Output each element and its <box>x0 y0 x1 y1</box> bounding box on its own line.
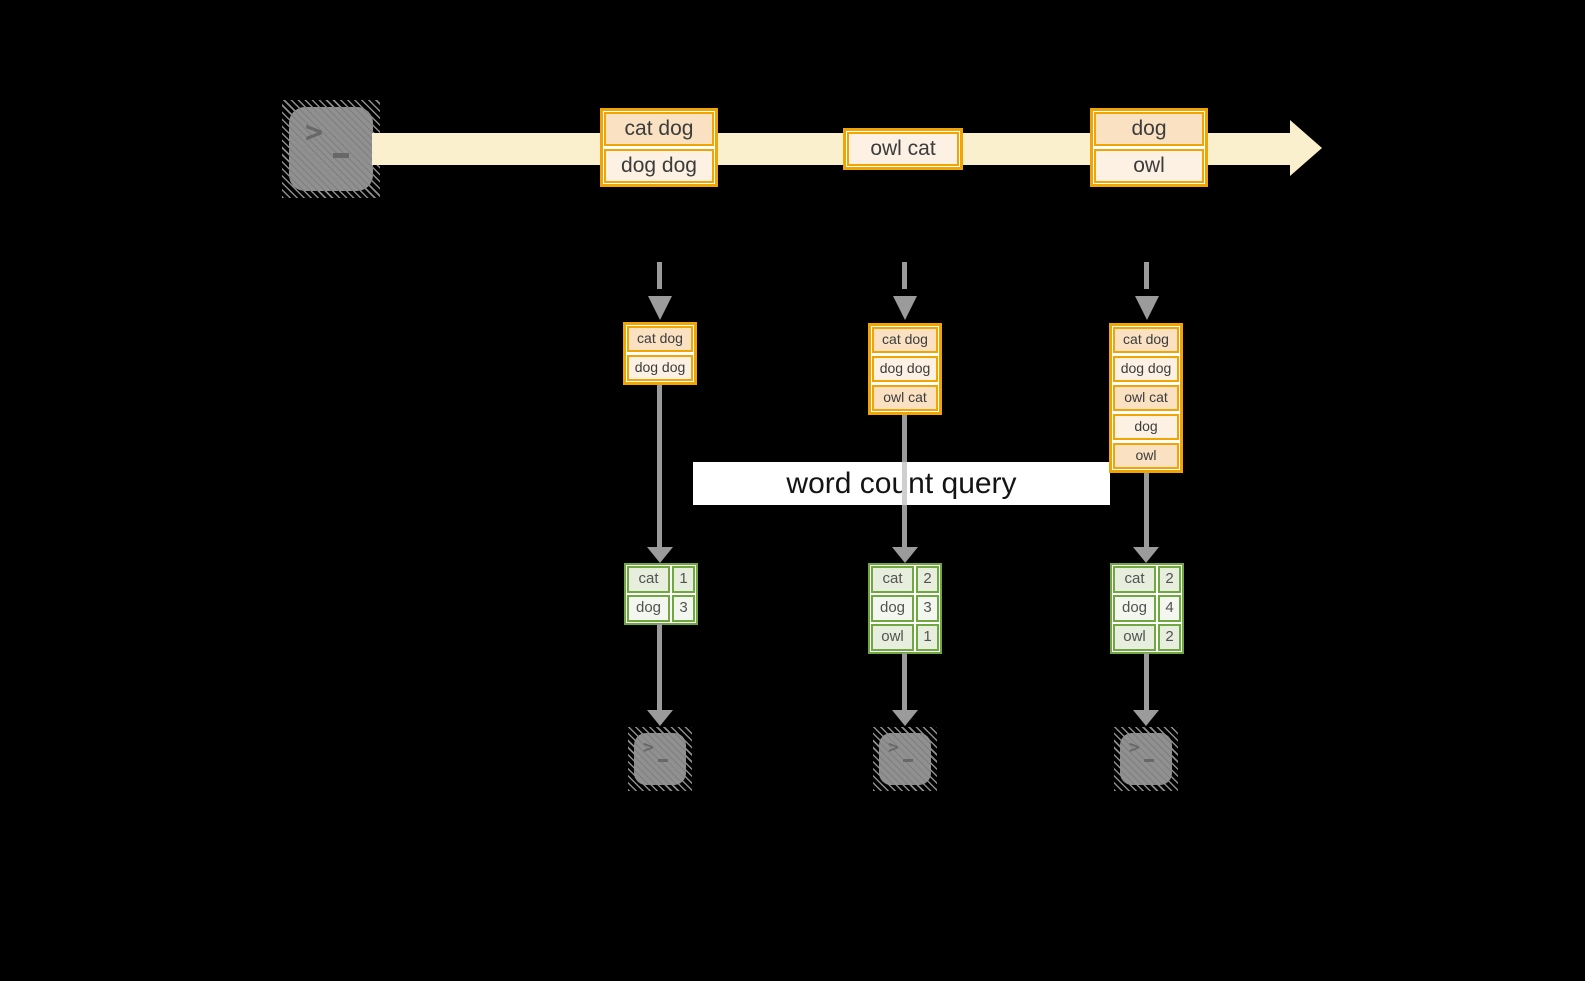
terminal-cursor-icon <box>658 759 668 762</box>
terminal-icon: > <box>289 107 373 191</box>
terminal-icon: > <box>1120 733 1172 785</box>
state-line: owl <box>1113 443 1179 469</box>
dashed-arrow-2-head-icon <box>893 296 917 320</box>
connector-line-1 <box>657 384 662 547</box>
output-line-1 <box>657 624 662 711</box>
dashed-arrow-1-head-icon <box>648 296 672 320</box>
terminal-prompt-icon: > <box>888 737 899 758</box>
count-word: owl <box>1113 624 1156 651</box>
terminal-cursor-icon <box>333 153 349 158</box>
stream-arrow-head-icon <box>1290 120 1322 176</box>
count-table-3: cat 2 dog 4 owl 2 <box>1110 563 1184 654</box>
state-line: cat dog <box>872 327 938 353</box>
state-line: cat dog <box>627 326 693 352</box>
state-line: owl cat <box>1113 385 1179 411</box>
query-label: word count query <box>786 467 1017 500</box>
output-line-3 <box>1144 653 1149 711</box>
state-line: dog dog <box>872 356 938 382</box>
connector-arrow-1-head-icon <box>647 547 673 563</box>
dashed-arrow-1 <box>657 262 662 289</box>
terminal-prompt-icon: > <box>305 115 324 150</box>
connector-arrow-3-head-icon <box>1133 547 1159 563</box>
stream-event-line: dog <box>1094 112 1204 146</box>
state-line: owl cat <box>872 385 938 411</box>
stream-event-line: owl cat <box>847 132 959 166</box>
state-line: dog dog <box>627 355 693 381</box>
state-line: dog <box>1113 414 1179 440</box>
source-terminal-icon: > <box>282 100 380 198</box>
stream-event-line: owl <box>1094 149 1204 183</box>
terminal-icon: > <box>879 733 931 785</box>
stream-event-2: owl cat <box>843 128 963 170</box>
count-value: 2 <box>916 566 939 593</box>
state-line: cat dog <box>1113 327 1179 353</box>
terminal-prompt-icon: > <box>1129 737 1140 758</box>
output-arrow-3-head-icon <box>1133 710 1159 726</box>
connector-line-2-overlay <box>902 462 907 505</box>
count-value: 3 <box>916 595 939 622</box>
count-word: dog <box>871 595 914 622</box>
count-word: dog <box>627 595 670 622</box>
state-box-3: cat dog dog dog owl cat dog owl <box>1109 323 1183 473</box>
terminal-icon: > <box>634 733 686 785</box>
output-arrow-2-head-icon <box>892 710 918 726</box>
state-line: dog dog <box>1113 356 1179 382</box>
dashed-arrow-3-head-icon <box>1135 296 1159 320</box>
output-terminal-icon-3: > <box>1114 727 1178 791</box>
terminal-cursor-icon <box>903 759 913 762</box>
terminal-prompt-icon: > <box>643 737 654 758</box>
count-value: 2 <box>1158 566 1181 593</box>
count-value: 4 <box>1158 595 1181 622</box>
count-word: cat <box>627 566 670 593</box>
query-label-band: word count query <box>693 462 1110 505</box>
stream-event-line: cat dog <box>604 112 714 146</box>
count-value: 2 <box>1158 624 1181 651</box>
count-word: owl <box>871 624 914 651</box>
count-value: 1 <box>672 566 695 593</box>
count-word: cat <box>871 566 914 593</box>
output-arrow-1-head-icon <box>647 710 673 726</box>
output-terminal-icon-2: > <box>873 727 937 791</box>
output-line-2 <box>902 653 907 711</box>
stream-event-line: dog dog <box>604 149 714 183</box>
terminal-cursor-icon <box>1144 759 1154 762</box>
state-box-1: cat dog dog dog <box>623 322 697 385</box>
count-table-2: cat 2 dog 3 owl 1 <box>868 563 942 654</box>
count-value: 3 <box>672 595 695 622</box>
stream-event-3: dog owl <box>1090 108 1208 187</box>
stream-event-1: cat dog dog dog <box>600 108 718 187</box>
dashed-arrow-3 <box>1144 262 1149 289</box>
state-box-2: cat dog dog dog owl cat <box>868 323 942 415</box>
count-table-1: cat 1 dog 3 <box>624 563 698 625</box>
output-terminal-icon-1: > <box>628 727 692 791</box>
dashed-arrow-2 <box>902 262 907 289</box>
count-word: cat <box>1113 566 1156 593</box>
count-word: dog <box>1113 595 1156 622</box>
count-value: 1 <box>916 624 939 651</box>
connector-arrow-2-head-icon <box>892 547 918 563</box>
connector-line-3 <box>1144 471 1149 547</box>
